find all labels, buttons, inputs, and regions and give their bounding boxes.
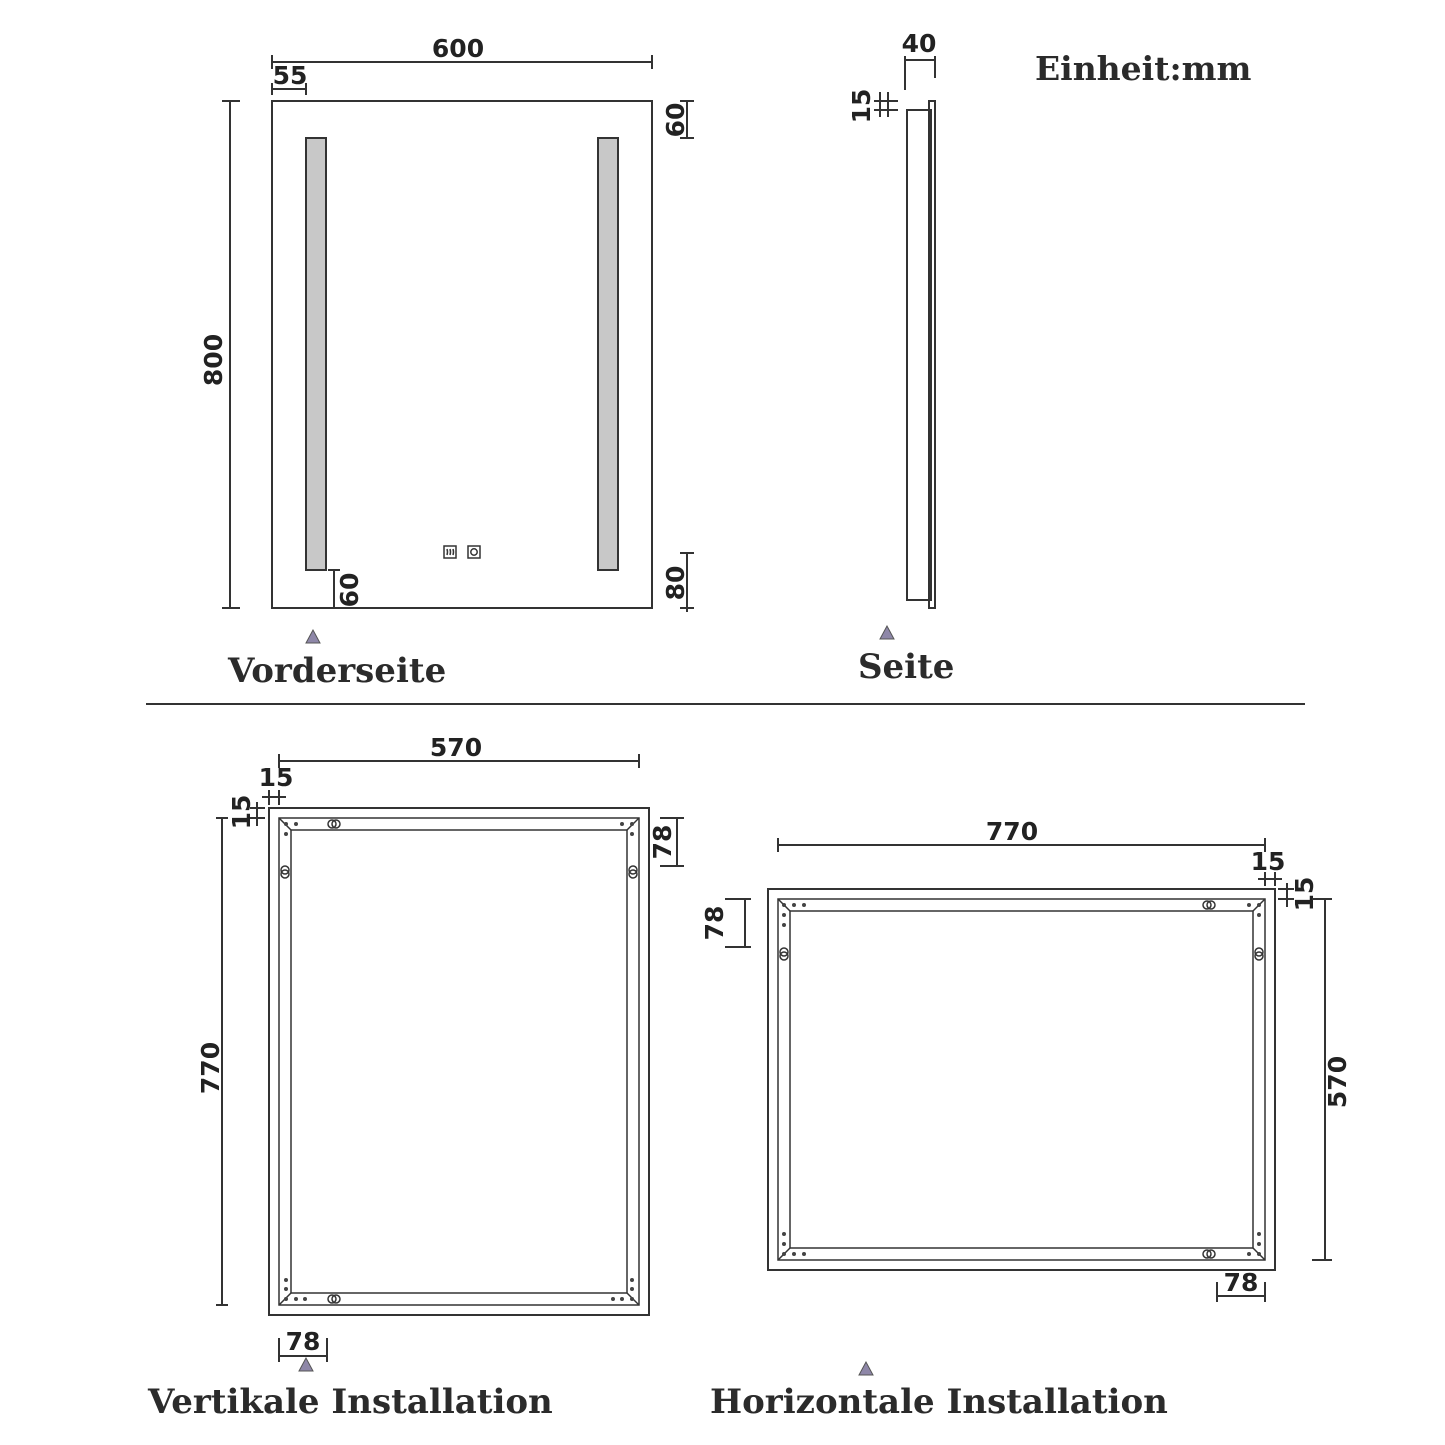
vertical-caption: Vertikale Installation (147, 1382, 553, 1422)
front-height-label: 800 (199, 334, 228, 386)
vertical-inset-y-label: 15 (227, 795, 256, 830)
vertical-inset-x-label: 15 (259, 763, 294, 792)
mounting-dots (782, 903, 1261, 1256)
horizontal-installation: 770 15 15 570 78 78 Horizontale Installa… (700, 817, 1352, 1422)
unit-label: Einheit:mm (1035, 49, 1252, 88)
view-marker-icon (305, 628, 321, 644)
vertical-outer-frame (268, 807, 650, 1316)
defog-icon (443, 545, 457, 559)
view-marker-icon (298, 1356, 314, 1372)
side-view: 40 15 Seite (847, 29, 954, 687)
horizontal-frame-1 (777, 898, 1266, 1261)
led-strip-right (597, 137, 619, 571)
vertical-bracket-bottom-label: 78 (286, 1327, 321, 1356)
horizontal-bracket-left-label: 78 (700, 906, 729, 941)
side-body (906, 109, 932, 601)
hook-slot-icon (280, 819, 638, 1304)
vertical-bracket-right-label: 78 (648, 825, 677, 860)
strip-offset-bottom-right-label: 80 (661, 566, 690, 601)
horizontal-inset-x-label: 15 (1251, 847, 1286, 876)
horizontal-bracket-bottom-label: 78 (1224, 1268, 1259, 1297)
horizontal-frame-2 (789, 910, 1254, 1249)
horizontal-height-label: 570 (1323, 1056, 1352, 1108)
front-caption: Vorderseite (227, 651, 446, 691)
view-marker-icon (879, 624, 895, 640)
front-view: 600 55 800 60 80 60 Vorderseite (199, 34, 694, 691)
strip-offset-left-label: 55 (273, 61, 308, 90)
hook-slot-icon (779, 900, 1264, 1259)
mirror-outline (271, 100, 653, 609)
led-strip-left (305, 137, 327, 571)
horizontal-width-label: 770 (986, 817, 1038, 846)
vertical-height-label: 770 (196, 1042, 225, 1094)
power-icon (467, 545, 481, 559)
strip-offset-bottom-left-label: 60 (335, 573, 364, 608)
side-caption: Seite (858, 647, 954, 687)
vertical-installation: 570 15 15 770 78 78 Vertikale Installati… (147, 733, 684, 1422)
vertical-frame-1 (278, 817, 640, 1306)
horizontal-outer-frame (767, 888, 1276, 1271)
mounting-dots (284, 822, 634, 1301)
vertical-frame-2 (290, 829, 628, 1294)
strip-offset-top-label: 60 (661, 103, 690, 138)
view-marker-icon (858, 1360, 874, 1376)
front-width-label: 600 (432, 34, 484, 63)
side-depth-label: 40 (902, 29, 937, 58)
horizontal-inset-y-label: 15 (1290, 877, 1319, 912)
side-edge-label: 15 (847, 89, 876, 124)
vertical-width-label: 570 (430, 733, 482, 762)
horizontal-caption: Horizontale Installation (710, 1382, 1168, 1422)
side-glass (928, 100, 936, 609)
